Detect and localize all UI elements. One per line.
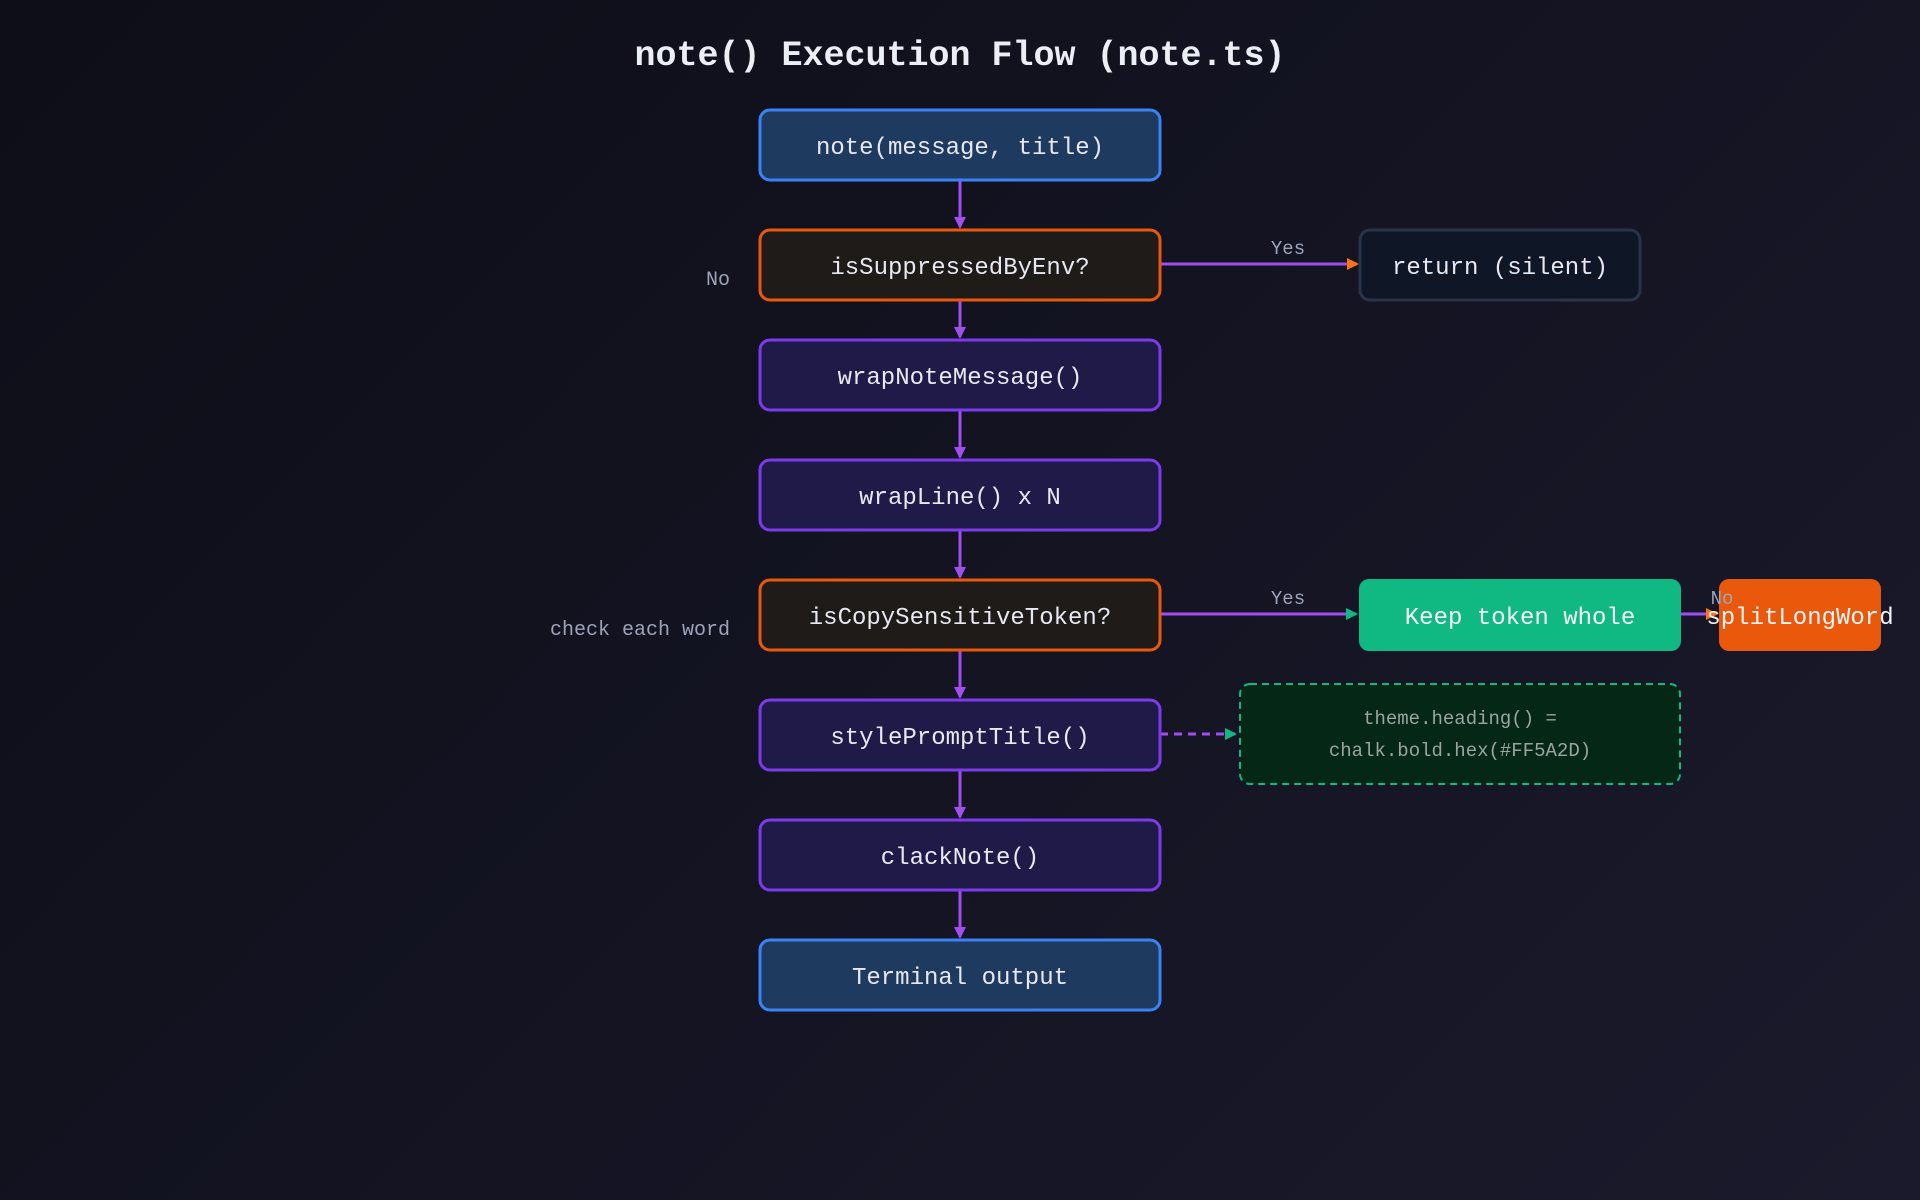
node-return-silent-label: return (silent) [1392,255,1608,282]
node-copy-sensitive-label: isCopySensitiveToken? [809,605,1111,632]
node-return-silent: return (silent) [1358,228,1642,302]
node-wrap-message: wrapNoteMessage() [758,338,1162,412]
node-start: note(message, title) [758,108,1162,182]
node-terminal-output: Terminal output [758,938,1162,1012]
node-clack-note-label: clackNote() [881,845,1039,872]
node-copy-sensitive-decision: isCopySensitiveToken? [758,578,1162,652]
theme-note-line1: theme.heading() = [1363,708,1557,730]
node-theme-note: theme.heading() = chalk.bold.hex(#FF5A2D… [1239,683,1681,785]
edges [954,180,1718,939]
node-split-long-word-label: splitLongWord [1706,605,1893,632]
node-keep-token: Keep token whole [1359,579,1681,651]
edge-label-keep-no: No [1711,588,1734,610]
node-keep-token-label: Keep token whole [1405,605,1635,632]
node-suppressed-decision: isSuppressedByEnv? [758,228,1162,302]
node-split-long-word: splitLongWord [1706,579,1894,651]
node-style-title: stylePromptTitle() [758,698,1162,772]
node-start-label: note(message, title) [816,135,1104,162]
diagram-title: note() Execution Flow (note.ts) [634,36,1285,76]
node-suppressed-label: isSuppressedByEnv? [830,255,1089,282]
edge-label-copy-yes: Yes [1271,588,1305,610]
edge-label-suppressed-no: No [706,269,730,292]
node-terminal-output-label: Terminal output [852,965,1068,992]
node-style-title-label: stylePromptTitle() [830,725,1089,752]
theme-note-line2: chalk.bold.hex(#FF5A2D) [1329,740,1591,762]
node-wrap-line: wrapLine() x N [758,458,1162,532]
node-wrap-message-label: wrapNoteMessage() [838,365,1083,392]
edge-label-suppressed-yes: Yes [1271,238,1305,260]
node-clack-note: clackNote() [758,818,1162,892]
edge-label-check-each-word: check each word [550,619,730,642]
node-wrap-line-label: wrapLine() x N [859,485,1061,512]
